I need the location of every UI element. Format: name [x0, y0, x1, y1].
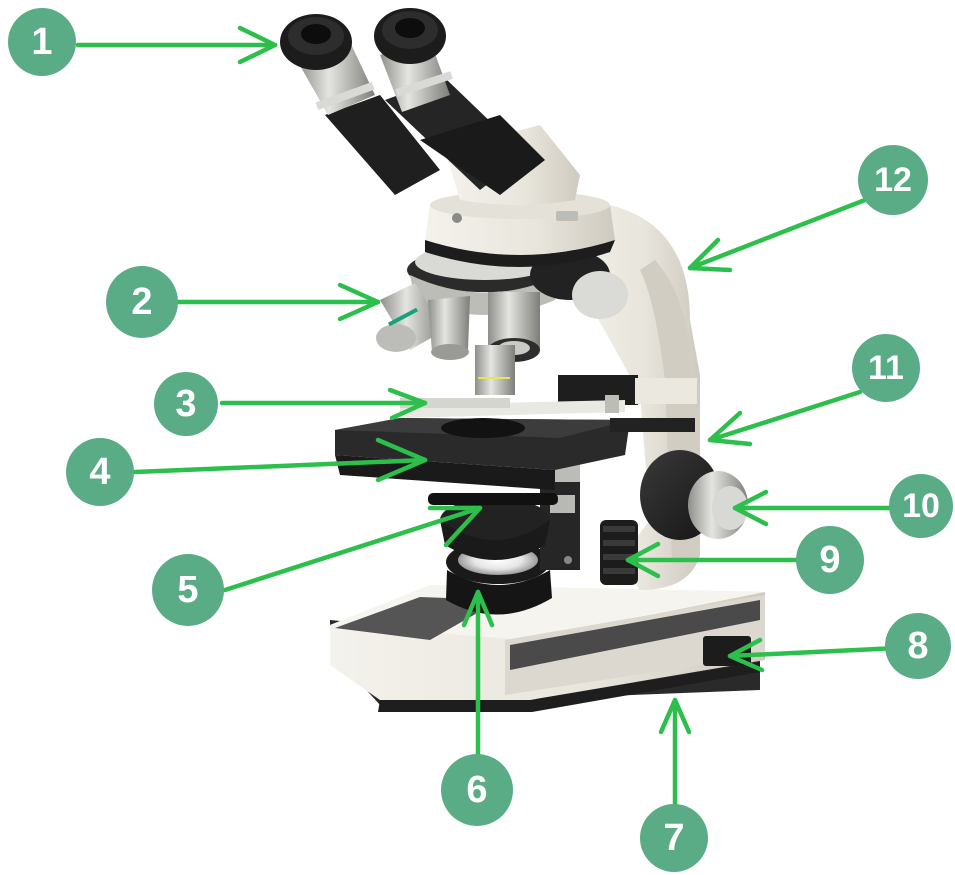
marker-4-text: 4 — [89, 451, 110, 493]
marker-12-text: 12 — [874, 161, 912, 199]
eyepieces — [280, 8, 446, 70]
marker-9: 9 — [796, 526, 864, 594]
marker-12: 12 — [858, 145, 928, 215]
marker-6-text: 6 — [466, 769, 487, 811]
arrow-3 — [222, 390, 425, 418]
marker-7: 7 — [640, 804, 708, 872]
arrow-7 — [661, 700, 689, 810]
base — [330, 585, 765, 712]
marker-8-text: 8 — [907, 625, 928, 667]
arrow-2 — [178, 285, 378, 319]
objective-lenses — [376, 283, 540, 395]
arrow-12 — [690, 200, 865, 270]
arrow-10 — [735, 492, 892, 524]
marker-3: 3 — [154, 372, 218, 436]
marker-10: 10 — [889, 474, 953, 538]
arrow-1 — [78, 28, 275, 62]
arrow-11 — [710, 392, 860, 444]
marker-3-text: 3 — [175, 383, 196, 425]
marker-7-text: 7 — [663, 817, 684, 859]
microscope-illustration — [280, 8, 765, 712]
marker-9-text: 9 — [819, 539, 840, 581]
marker-1-text: 1 — [31, 21, 52, 63]
marker-11-text: 11 — [868, 349, 904, 387]
marker-2: 2 — [106, 266, 178, 338]
marker-5-text: 5 — [177, 569, 198, 611]
marker-5: 5 — [152, 554, 224, 626]
marker-10-text: 10 — [902, 487, 940, 525]
marker-4: 4 — [66, 438, 134, 506]
marker-2-text: 2 — [131, 281, 152, 323]
marker-8: 8 — [885, 613, 951, 679]
arrow-8 — [730, 640, 898, 670]
marker-11: 11 — [852, 334, 920, 402]
arrow-5 — [225, 508, 480, 590]
marker-6: 6 — [441, 754, 513, 826]
marker-1: 1 — [8, 8, 76, 76]
